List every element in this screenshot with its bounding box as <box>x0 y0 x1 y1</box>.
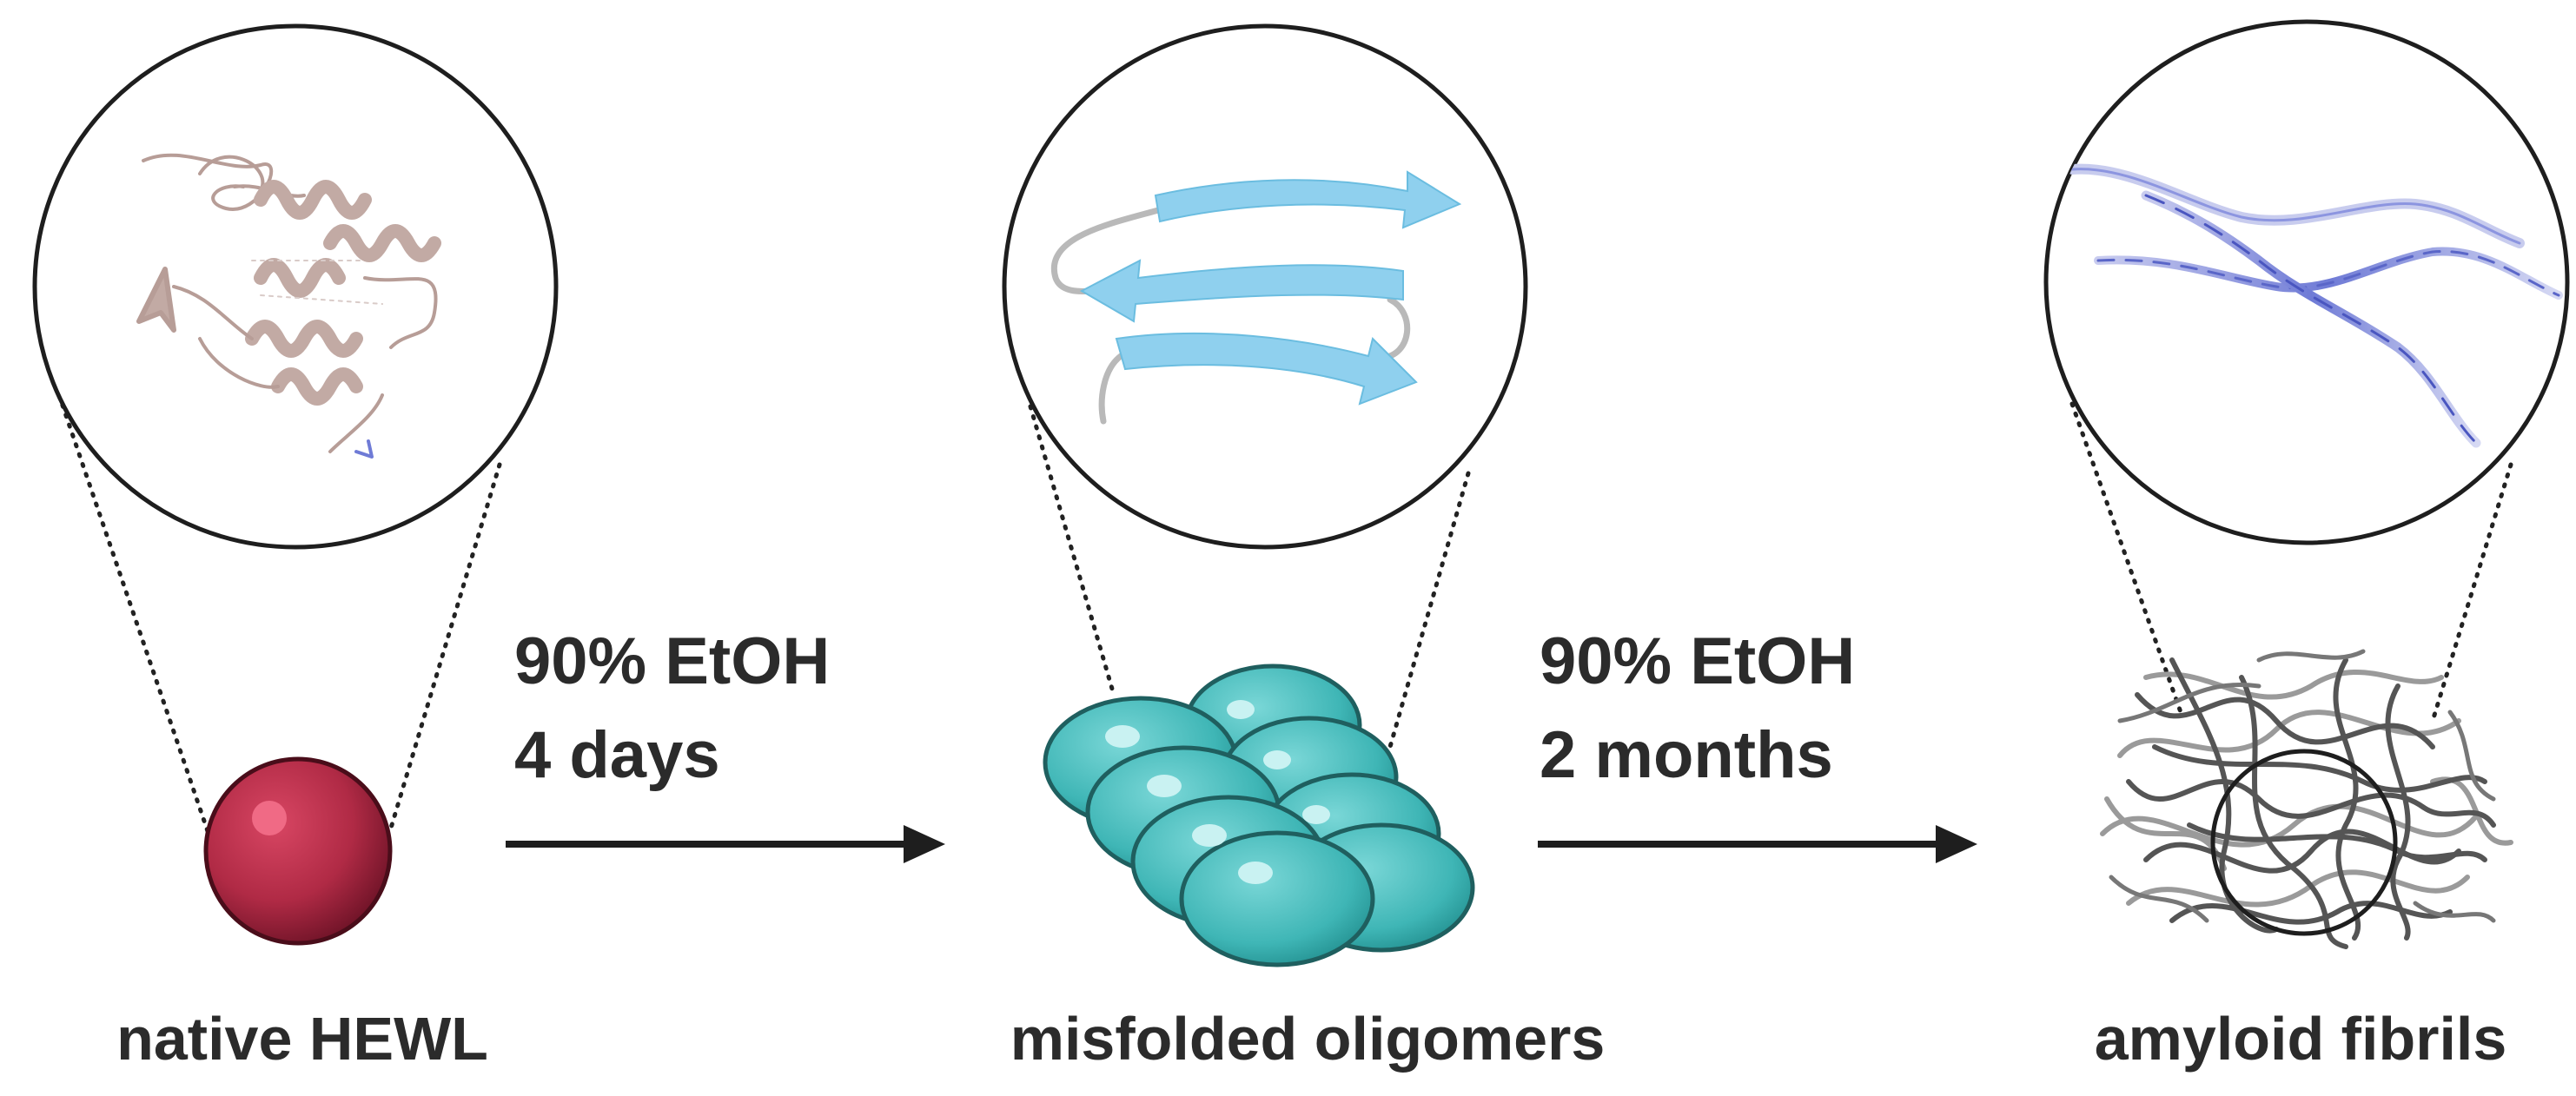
stage-label-amyloid-fibrils: amyloid fibrils <box>2095 1005 2507 1073</box>
zoom-line-right <box>2430 462 2513 723</box>
zoom-line-right <box>1387 471 1471 749</box>
stage-amyloid-fibrils: amyloid fibrils <box>2043 19 2570 1073</box>
zoom-line-left <box>2069 401 2183 715</box>
sphere-icon <box>203 756 393 946</box>
transition-2: 90% EtOH 2 months <box>1538 624 1977 863</box>
beta-sheet-icon <box>1050 170 1462 425</box>
zoom-circle <box>2043 19 2570 545</box>
arrow-icon <box>1538 825 1977 863</box>
zoom-line-left <box>1028 404 1116 697</box>
fibril-tangle-icon <box>2100 649 2513 949</box>
transition-1: 90% EtOH 4 days <box>506 624 945 863</box>
oligomer-cluster-icon <box>1043 664 1475 967</box>
arrow-icon <box>506 825 945 863</box>
zoom-line-left <box>56 393 211 836</box>
stage-misfolded-oligomers: misfolded oligomers <box>1002 23 1606 1073</box>
stage-label-native-hewl: native HEWL <box>116 1005 488 1073</box>
fibril-ribbon-icon <box>2067 163 2563 448</box>
stage-label-misfolded-oligomers: misfolded oligomers <box>1010 1005 1606 1073</box>
oligomer-highlights <box>1105 700 1330 884</box>
condition-duration: 4 days <box>514 718 720 792</box>
protein-structure-icon <box>136 153 441 459</box>
condition-duration: 2 months <box>1540 718 1833 792</box>
condition-solvent: 90% EtOH <box>514 624 830 698</box>
zoom-line-right <box>387 462 502 836</box>
stage-native-hewl: native HEWL <box>32 23 559 1073</box>
condition-solvent: 90% EtOH <box>1540 624 1855 698</box>
